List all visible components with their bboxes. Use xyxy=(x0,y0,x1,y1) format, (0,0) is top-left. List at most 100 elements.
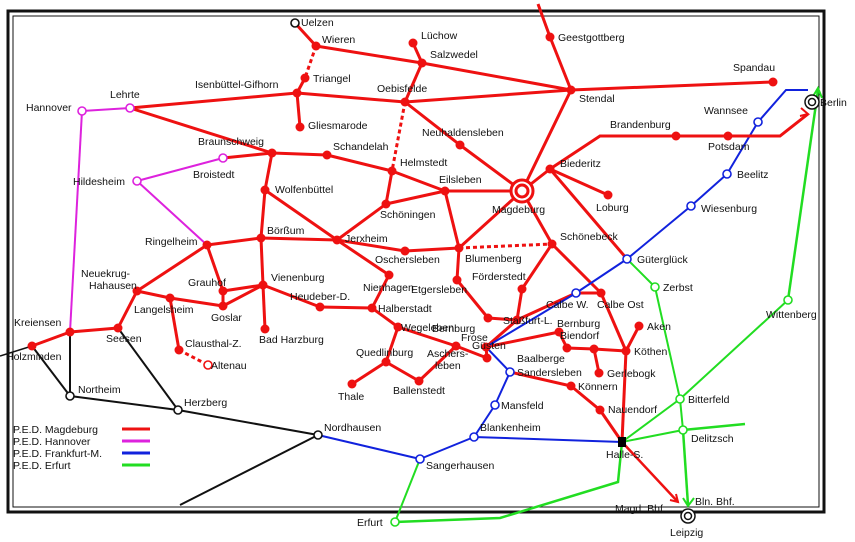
station-sangerhausen[interactable]: Sangerhausen xyxy=(415,454,494,472)
station-helmstedt[interactable]: Helmstedt xyxy=(387,157,448,176)
station-northeim[interactable]: Northeim xyxy=(65,384,121,401)
station-lehrte[interactable]: Lehrte xyxy=(110,89,140,113)
station-biendorf[interactable]: Biendorf xyxy=(560,330,599,354)
station-herzberg[interactable]: Herzberg xyxy=(173,397,227,415)
station-nauendorf[interactable]: Nauendorf xyxy=(595,404,658,416)
station-calbew[interactable]: Calbe W. xyxy=(546,288,589,311)
station-frose[interactable]: Frose xyxy=(451,332,489,351)
station-ringelheim[interactable]: Ringelheim xyxy=(145,236,212,250)
station-goslar[interactable]: Goslar xyxy=(211,301,242,325)
station-berlin[interactable]: Berlin xyxy=(804,94,847,110)
station-dot-icon xyxy=(400,97,410,107)
station-label: Neuhaldensleben xyxy=(422,127,504,139)
station-gueterglueck[interactable]: Güterglück xyxy=(622,254,689,266)
station-seesen[interactable]: Seesen xyxy=(106,323,142,346)
station-luechow[interactable]: Lüchow xyxy=(408,30,458,48)
station-delitzsch[interactable]: Delitzsch xyxy=(678,425,734,445)
station-bernburg2[interactable]: Bernburg xyxy=(554,318,601,337)
station-sandersleben[interactable]: Sandersleben xyxy=(505,367,582,379)
station-aken[interactable]: Aken xyxy=(634,321,672,333)
station-braunschweig[interactable]: Braunschweig xyxy=(198,136,277,158)
station-dot-icon xyxy=(452,275,462,285)
station-brandenburg[interactable]: Brandenburg xyxy=(610,119,681,141)
station-oschersleben[interactable]: Oschersleben xyxy=(375,246,440,267)
station-label: Uelzen xyxy=(301,17,334,29)
station-potsdam[interactable]: Potsdam xyxy=(708,131,750,154)
station-baalberge[interactable]: Baalberge xyxy=(517,343,572,366)
station-dot-icon xyxy=(562,343,572,353)
station-loburg[interactable]: Loburg xyxy=(596,190,629,215)
station-koennern[interactable]: Könnern xyxy=(566,381,618,393)
station-thale[interactable]: Thale xyxy=(338,379,364,404)
station-neuhaldensleben[interactable]: Neuhaldensleben xyxy=(422,127,504,150)
rail-link-calbew-guesten xyxy=(485,292,577,348)
station-wolfenbuettel[interactable]: Wolfenbüttel xyxy=(260,184,334,196)
station-dot-icon xyxy=(454,243,464,253)
station-dot-icon xyxy=(165,293,175,303)
station-zerbst[interactable]: Zerbst xyxy=(650,282,693,294)
station-nienhagen[interactable]: Nienhagen xyxy=(363,270,414,295)
station-schandelah[interactable]: Schandelah xyxy=(322,141,389,160)
station-koethen[interactable]: Köthen xyxy=(621,346,668,358)
station-dot-icon xyxy=(594,368,604,378)
station-wegeleben[interactable]: Wegeleben xyxy=(393,322,455,334)
station-foerderstedt[interactable]: Förderstedt xyxy=(472,271,527,294)
station-holzminden[interactable]: Holzminden xyxy=(6,341,62,364)
station-hildesheim[interactable]: Hildesheim xyxy=(73,176,142,188)
station-schoeningen[interactable]: Schöningen xyxy=(380,199,436,222)
station-neuekrug[interactable]: Neuekrug-Hahausen xyxy=(81,268,142,296)
station-aschersleben[interactable]: Aschers-leben xyxy=(427,348,492,372)
station-ballenstedt[interactable]: Ballenstedt xyxy=(393,376,445,398)
station-quedlinburg[interactable]: Quedlinburg xyxy=(356,347,413,367)
station-beelitz[interactable]: Beelitz xyxy=(722,169,769,181)
station-kreiensen[interactable]: Kreiensen xyxy=(14,317,75,337)
station-leipzig[interactable]: Leipzig xyxy=(670,508,703,539)
station-wieren[interactable]: Wieren xyxy=(311,34,356,51)
rail-link-boerssum-jerxheim xyxy=(260,236,338,242)
station-wittenberg[interactable]: Wittenberg xyxy=(766,295,817,321)
station-triangel[interactable]: Triangel xyxy=(300,73,351,85)
station-altenau[interactable]: Altenau xyxy=(203,360,247,372)
station-uelzen[interactable]: Uelzen xyxy=(290,17,334,29)
station-langelsheim[interactable]: Langelsheim xyxy=(134,293,194,317)
station-hannover[interactable]: Hannover xyxy=(26,102,87,116)
station-stassfurt[interactable]: Staßfurt-L. xyxy=(503,315,553,327)
station-bernburg1[interactable]: Bernburg xyxy=(432,313,493,336)
station-clausthal[interactable]: Clausthal-Z. xyxy=(174,338,242,355)
station-heudeber[interactable]: Heudeber-D. xyxy=(290,291,350,312)
station-geestgottberg[interactable]: Geestgottberg xyxy=(545,32,625,44)
station-badharzburg[interactable]: Bad Harzburg xyxy=(259,324,324,347)
station-broistedt[interactable]: Broistedt xyxy=(193,153,235,181)
station-spandau[interactable]: Spandau xyxy=(733,62,778,87)
station-eilsleben[interactable]: Eilsleben xyxy=(439,174,482,196)
station-stendal[interactable]: Stendal xyxy=(566,85,615,106)
station-erfurt[interactable]: Erfurt xyxy=(357,517,400,529)
station-jerxheim[interactable]: Jerxheim xyxy=(332,233,388,245)
station-gifhorn[interactable]: Isenbüttel-Gifhorn xyxy=(195,79,302,98)
station-salzwedel[interactable]: Salzwedel xyxy=(417,49,478,68)
station-schoenebeck[interactable]: Schönebeck xyxy=(547,231,619,249)
station-boerssum[interactable]: Börßum xyxy=(256,225,305,243)
station-nordhausen[interactable]: Nordhausen xyxy=(313,422,381,440)
station-wannsee[interactable]: Wannsee xyxy=(704,105,763,127)
station-magdeburg[interactable]: Magdeburg xyxy=(492,178,545,216)
station-gliesmarode[interactable]: Gliesmarode xyxy=(295,120,368,132)
station-wiesenburg[interactable]: Wiesenburg xyxy=(686,201,757,215)
station-guesten[interactable]: Güsten xyxy=(472,340,506,352)
station-calbeost[interactable]: Calbe Ost xyxy=(596,288,644,312)
station-etgersleben[interactable]: Etgersleben xyxy=(411,275,467,297)
rail-link-wegeleben-frose xyxy=(397,325,457,348)
station-label: Magdeburg xyxy=(492,204,545,216)
station-grauhof[interactable]: Grauhof xyxy=(188,277,228,296)
station-bitterfeld[interactable]: Bitterfeld xyxy=(675,394,730,406)
station-vienenburg[interactable]: Vienenburg xyxy=(258,272,325,290)
station-biederitz[interactable]: Biederitz xyxy=(545,158,601,174)
station-gerlebogk[interactable]: Gerlebogk xyxy=(594,368,657,380)
station-blumenberg[interactable]: Blumenberg xyxy=(454,243,522,266)
station-mansfeld[interactable]: Mansfeld xyxy=(490,400,544,412)
station-blankenheim[interactable]: Blankenheim xyxy=(469,422,541,442)
station-halberstadt[interactable]: Halberstadt xyxy=(367,303,432,315)
station-oebisfelde[interactable]: Oebisfelde xyxy=(377,83,427,107)
station-halle[interactable]: Halle-S. xyxy=(606,437,643,461)
